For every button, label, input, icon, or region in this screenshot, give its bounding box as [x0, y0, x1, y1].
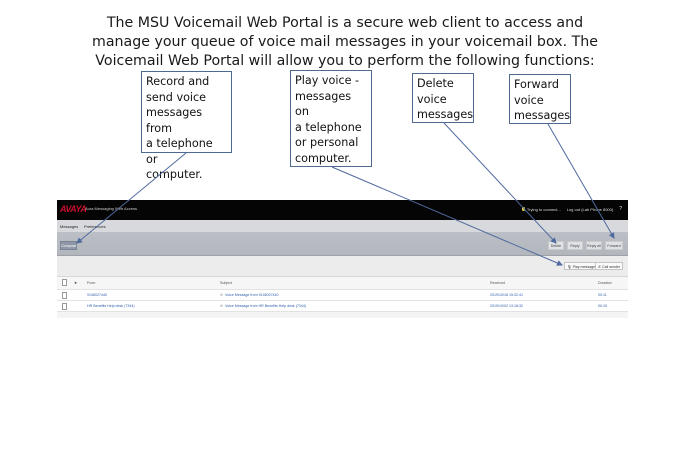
callout-line: a telephone — [295, 120, 362, 134]
status-text: Trying to connect... — [526, 206, 561, 212]
col-subject[interactable]: Subject — [220, 281, 232, 285]
callout-forward: Forward voice messages — [509, 74, 571, 124]
app-title: Aura Messaging Web Access — [85, 206, 137, 211]
callout-line: Record and — [146, 75, 210, 88]
cell-subject: ✉Voice Message from 9146027440 — [220, 293, 279, 297]
envelope-icon: ✉ — [220, 304, 224, 308]
envelope-icon: ✉ — [220, 293, 224, 297]
col-from[interactable]: From — [87, 281, 96, 285]
callout-delete: Delete voice messages — [412, 73, 474, 123]
message-table: ► From Subject Received Duration 9146027… — [57, 277, 628, 312]
compose-button[interactable]: Compose — [60, 241, 77, 250]
call-sender-button[interactable]: ✆ Call sender — [595, 262, 624, 270]
callout-line: messages on — [295, 89, 352, 119]
call-label: Call sender — [602, 265, 621, 269]
intro-line: manage your queue of voice mail messages… — [92, 34, 598, 50]
table-header: ► From Subject Received Duration — [57, 277, 628, 290]
avaya-logo: AVAYA — [60, 204, 87, 214]
logout-link[interactable]: Log out (Lab Phone 8000) — [566, 206, 614, 212]
microphone-icon: 🎙 — [567, 265, 572, 269]
delete-button[interactable]: Delete — [548, 241, 564, 250]
callout-line: computer. — [295, 151, 352, 165]
callout-line: Delete — [417, 77, 454, 90]
toolbar: Compose Delete Reply Reply all Forward — [57, 232, 628, 256]
top-right: Trying to connect... Log out (Lab Phone … — [521, 206, 622, 212]
phone-icon: ✆ — [598, 265, 602, 269]
callout-line: send voice — [146, 90, 207, 104]
subject-text: Voice Message from 9146027440 — [225, 293, 279, 297]
col-duration[interactable]: Duration — [598, 281, 612, 285]
callout-play: Play voice - messages on a telephone or … — [290, 70, 372, 167]
reply-all-button[interactable]: Reply all — [586, 241, 602, 250]
bulb-icon — [521, 206, 525, 211]
callout-compose: Record and send voice messages from a te… — [141, 71, 232, 181]
callout-line: voice — [514, 93, 544, 107]
callout-line: messages from — [146, 106, 203, 135]
message-actions-bar: 🎙 Play message ✆ Call sender — [57, 256, 628, 277]
reply-button[interactable]: Reply — [567, 241, 583, 250]
callout-line: or personal — [295, 136, 359, 149]
row-checkbox[interactable] — [62, 292, 67, 299]
play-message-button[interactable]: 🎙 Play message — [564, 262, 599, 270]
play-label: Play message — [572, 265, 596, 269]
table-row[interactable]: HR Benefits Help desk (7344) ✉Voice Mess… — [57, 301, 628, 312]
nav-bar: Messages Preferences — [57, 220, 628, 232]
callout-line: a telephone or — [146, 137, 213, 166]
cell-from: HR Benefits Help desk (7344) — [87, 304, 135, 308]
flag-icon: ► — [74, 280, 78, 285]
callout-line: voice — [417, 92, 447, 106]
top-bar: AVAYA Aura Messaging Web Access Trying t… — [57, 200, 628, 220]
help-icon[interactable]: ? — [619, 206, 622, 212]
cell-duration: 00:11 — [598, 293, 607, 297]
callout-line: messages — [417, 108, 474, 121]
table-row[interactable]: 9146027440 ✉Voice Message from 914602744… — [57, 290, 628, 301]
col-received[interactable]: Received — [490, 281, 505, 285]
forward-button[interactable]: Forward — [605, 241, 623, 250]
cell-received: 2019/10/02 13:18:32 — [490, 304, 523, 308]
portal-screenshot: AVAYA Aura Messaging Web Access Trying t… — [57, 200, 628, 318]
intro-line: Voicemail Web Portal will allow you to p… — [95, 53, 595, 69]
callout-line: Play voice - — [295, 74, 360, 87]
cell-from: 9146027440 — [87, 293, 107, 297]
status: Trying to connect... — [521, 206, 561, 212]
cell-duration: 00:15 — [598, 304, 607, 308]
tab-messages[interactable]: Messages — [60, 224, 79, 229]
callout-line: Forward — [514, 78, 559, 91]
callout-line: computer. — [146, 168, 203, 181]
cell-received: 2019/10/18 15:32:41 — [490, 293, 523, 297]
callout-line: messages — [514, 109, 571, 122]
intro-line: The MSU Voicemail Web Portal is a secure… — [106, 15, 584, 31]
intro-text: The MSU Voicemail Web Portal is a secure… — [60, 14, 630, 71]
cell-subject: ✉Voice Message from HR Benefits Help des… — [220, 304, 306, 308]
select-all-checkbox[interactable] — [62, 279, 67, 286]
tab-preferences[interactable]: Preferences — [84, 224, 106, 229]
subject-text: Voice Message from HR Benefits Help desk… — [225, 304, 307, 308]
row-checkbox[interactable] — [62, 303, 67, 310]
